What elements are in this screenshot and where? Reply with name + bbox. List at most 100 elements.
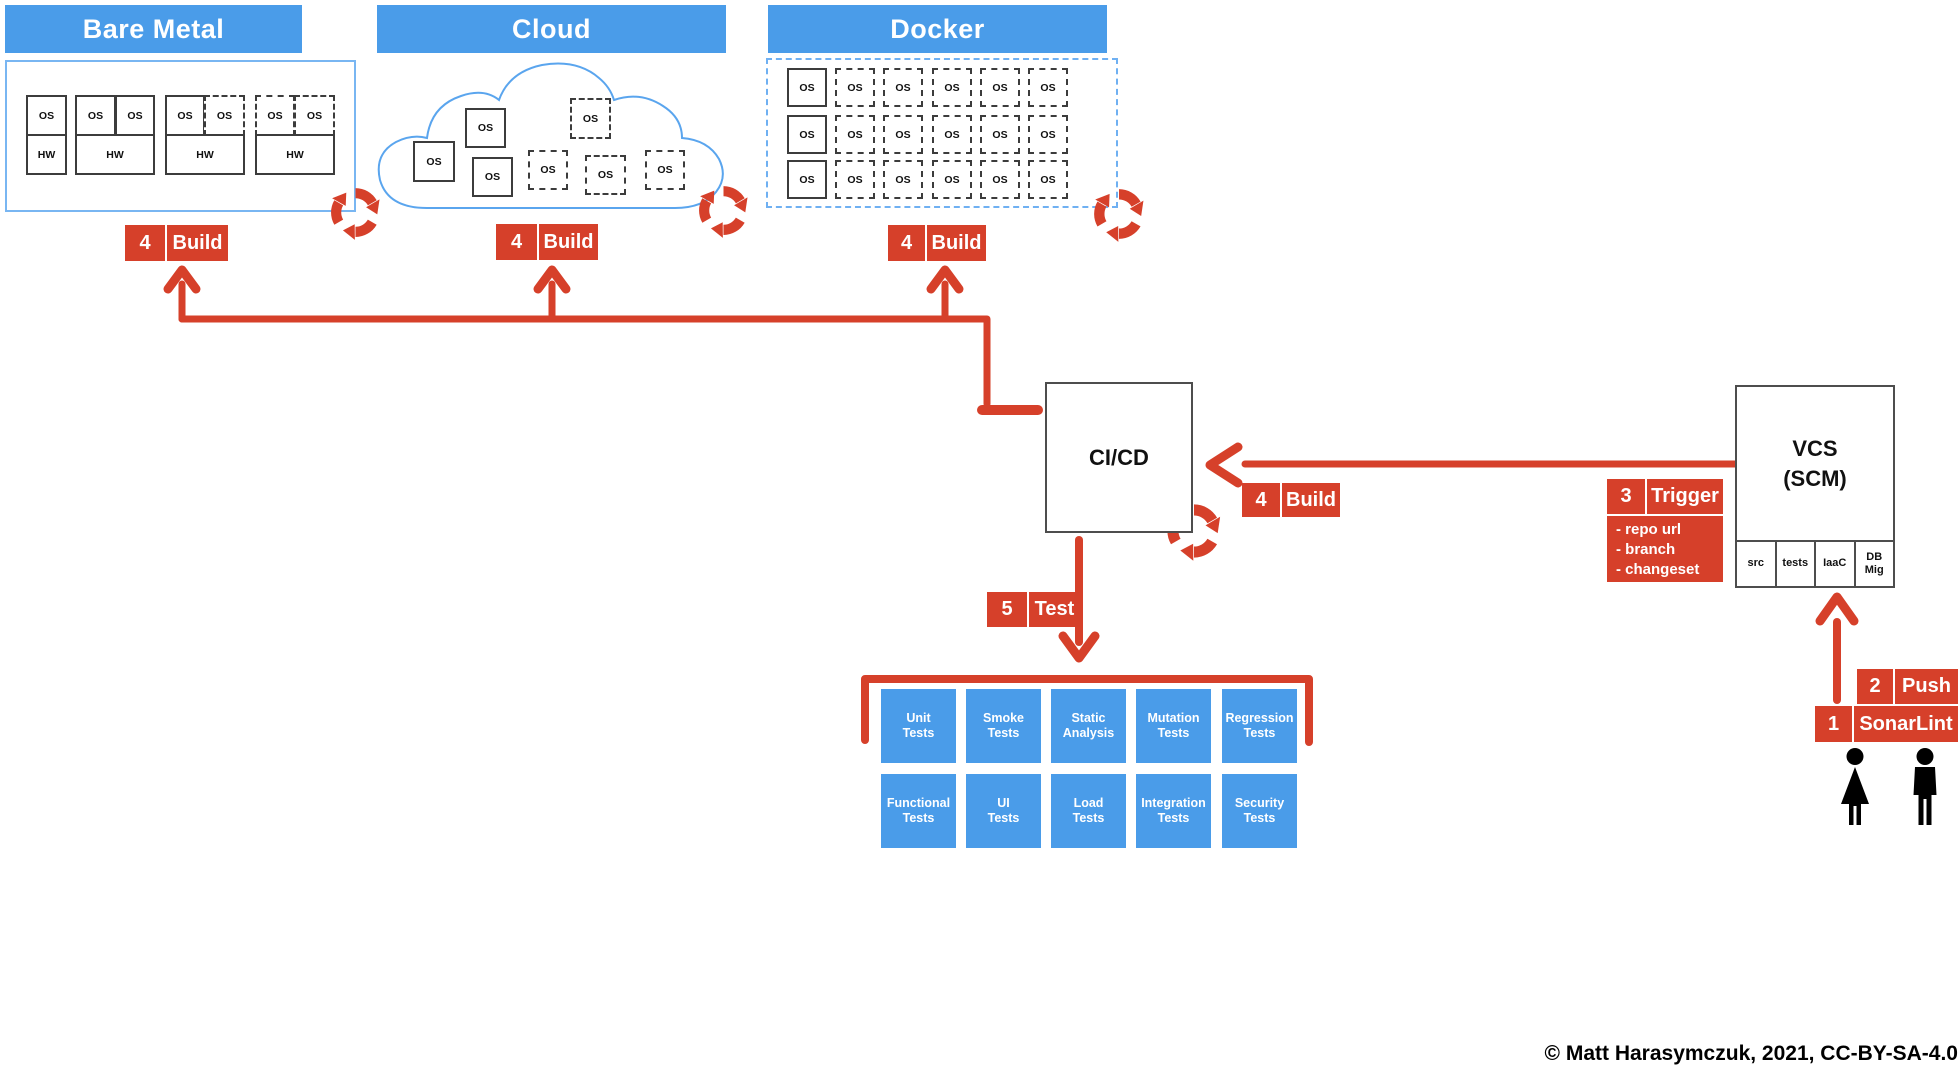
os-box: OS [585, 155, 626, 195]
test-box-line2: Tests [1157, 811, 1190, 825]
cicd-box: CI/CD [1045, 382, 1193, 533]
step-build-cicd: 4 Build [1242, 483, 1340, 517]
os-box: OS [883, 160, 923, 199]
vcs-cell-tests: tests [1777, 542, 1816, 586]
os-box: OS [883, 115, 923, 154]
step-build-cloud: 4 Build [496, 224, 598, 260]
docker-header: Docker [768, 5, 1107, 53]
os-box: OS [932, 115, 972, 154]
step-label: Push [1895, 669, 1958, 704]
test-box-line2: Tests [902, 726, 935, 740]
os-box: OS [835, 68, 875, 107]
os-box: OS [570, 98, 611, 139]
trigger-details: - repo url - branch - changeset [1607, 516, 1723, 582]
step-number: 4 [125, 225, 165, 261]
test-box-line1: Mutation [1147, 711, 1200, 725]
docker-container [766, 58, 1118, 208]
os-box: OS [980, 115, 1020, 154]
test-box-line2: Tests [902, 811, 935, 825]
vcs-title: VCS (SCM) [1737, 387, 1893, 540]
vcs-cell-dbmig: DB Mig [1864, 550, 1884, 576]
vcs-title-line2: (SCM) [1783, 465, 1847, 491]
step-label: SonarLint [1854, 706, 1958, 742]
step-label: Test [1029, 592, 1080, 627]
step-label: Build [1282, 483, 1340, 517]
test-box-line1: Static [1071, 711, 1106, 725]
woman-icon [1841, 748, 1869, 825]
arrowhead-up-icon [533, 265, 571, 294]
os-box: OS [835, 160, 875, 199]
os-box: OS [465, 108, 506, 148]
test-box-line2: Tests [1243, 811, 1276, 825]
hw-box: HW [26, 134, 67, 175]
trigger-detail-item: - changeset [1616, 560, 1700, 578]
os-box: OS [787, 160, 827, 199]
step-test: 5 Test [987, 592, 1080, 627]
hw-box: HW [75, 134, 155, 175]
os-box: OS [980, 160, 1020, 199]
build-distribution-line [178, 315, 991, 408]
os-box: OS [835, 115, 875, 154]
vcs-cells: src tests IaaC DB Mig [1737, 540, 1893, 586]
test-box-line1: Unit [906, 711, 931, 725]
os-box: OS [932, 160, 972, 199]
test-box-line2: Tests [987, 811, 1020, 825]
os-box: OS [1028, 68, 1068, 107]
trigger-detail-item: - repo url [1616, 520, 1682, 538]
vcs-cell-src: src [1737, 542, 1777, 586]
sync-icon [1090, 185, 1148, 243]
step-label: Build [539, 224, 598, 260]
arrowhead-down-icon [1058, 631, 1100, 663]
cloud-header: Cloud [377, 5, 726, 53]
step-number: 4 [496, 224, 537, 260]
os-box: OS [932, 68, 972, 107]
os-box: OS [294, 95, 335, 136]
arrowhead-left-icon [1205, 442, 1243, 488]
step-number: 3 [1607, 479, 1645, 514]
arrowhead-up-icon [163, 265, 201, 294]
os-box: OS [255, 95, 295, 136]
test-box-line1: Regression [1225, 711, 1294, 725]
copyright-text: © Matt Harasymczuk, 2021, CC-BY-SA-4.0 [1544, 1042, 1958, 1065]
step-label: Build [167, 225, 228, 261]
step-number: 4 [1242, 483, 1280, 517]
os-box: OS [787, 68, 827, 107]
test-box-line2: Tests [1243, 726, 1276, 740]
step-build-docker: 4 Build [888, 225, 986, 261]
man-icon [1913, 748, 1937, 825]
arrowhead-up-icon [1815, 592, 1859, 626]
test-box-line1: Integration [1141, 796, 1206, 810]
test-box-line1: UI [997, 796, 1010, 810]
cicd-label: CI/CD [1089, 444, 1149, 470]
sync-icon [695, 182, 752, 239]
step-label: Trigger [1647, 479, 1723, 514]
os-box: OS [528, 150, 568, 190]
trigger-detail-item: - branch [1616, 540, 1676, 558]
os-box: OS [165, 95, 205, 136]
test-box-line1: Functional [886, 796, 951, 810]
vcs-box: VCS (SCM) src tests IaaC DB Mig [1735, 385, 1895, 588]
hw-box: HW [165, 134, 245, 175]
test-box-line2: Tests [987, 726, 1020, 740]
os-box: OS [883, 68, 923, 107]
os-box: OS [472, 157, 513, 197]
bare-metal-container [5, 60, 356, 212]
os-box: OS [645, 150, 685, 190]
test-box-line1: Smoke [983, 711, 1024, 725]
step-number: 2 [1857, 669, 1893, 704]
test-box-line1: Load [1073, 796, 1104, 810]
step-number: 1 [1815, 706, 1852, 742]
arrowhead-up-icon [926, 265, 964, 294]
os-box: OS [204, 95, 245, 136]
os-box: OS [980, 68, 1020, 107]
